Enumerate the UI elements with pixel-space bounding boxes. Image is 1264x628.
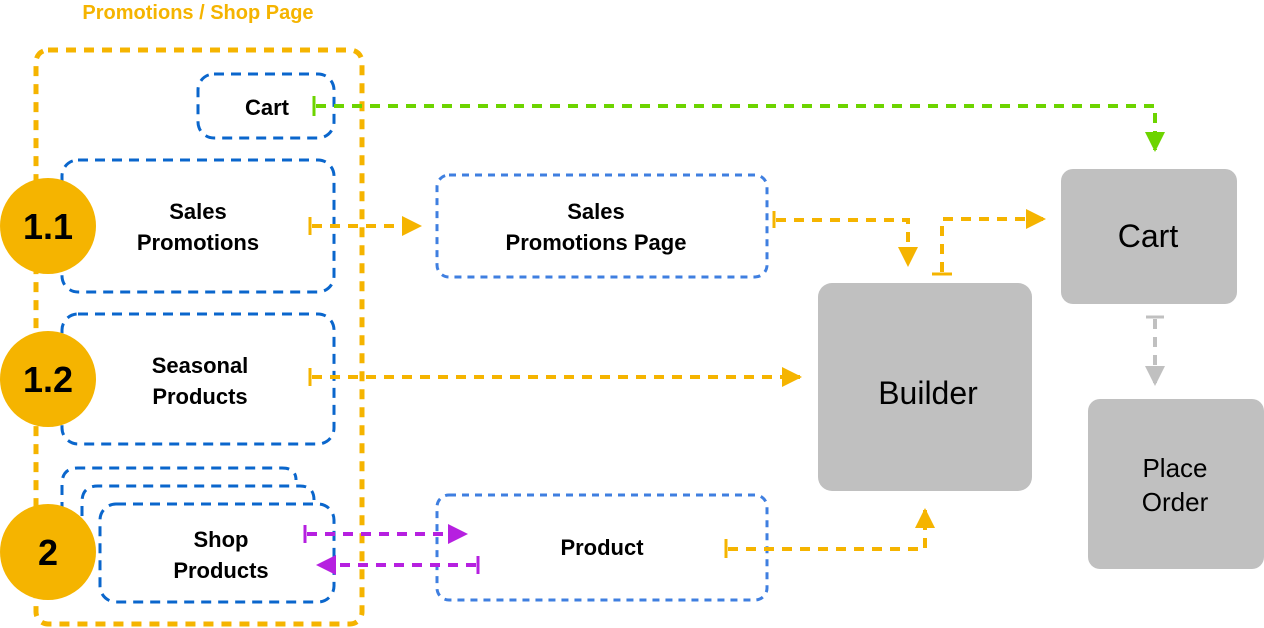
component-sales-promotions[interactable]: Sales Promotions: [60, 158, 336, 294]
arrow-builder-to-cart-service: [932, 209, 1046, 276]
place-order-line1: Place: [1142, 453, 1207, 483]
cart-service-label: Cart: [1118, 218, 1179, 254]
component-seasonal-products[interactable]: Seasonal Products: [60, 312, 336, 446]
seasonal-products-line2: Products: [152, 384, 247, 409]
sales-promotions-line1: Sales: [169, 199, 227, 224]
service-cart[interactable]: Cart: [1061, 169, 1237, 304]
arrow-cart-to-cart-service: [312, 96, 1165, 152]
builder-label: Builder: [878, 375, 978, 411]
component-cart[interactable]: Cart: [196, 72, 336, 140]
component-shop-products[interactable]: Shop Products: [60, 466, 336, 604]
shop-products-line1: Shop: [194, 527, 249, 552]
svg-text:1.2: 1.2: [23, 359, 73, 400]
badge-1-1: 1.1: [0, 178, 96, 274]
badge-1-2: 1.2: [0, 331, 96, 427]
svg-text:2: 2: [38, 532, 58, 573]
sales-promotions-line2: Promotions: [137, 230, 259, 255]
sales-promotions-page-line2: Promotions Page: [506, 230, 687, 255]
service-builder[interactable]: Builder: [818, 283, 1032, 491]
arrow-sales-promotions-to-page: [308, 216, 422, 236]
page-product[interactable]: Product: [435, 493, 769, 602]
svg-text:1.1: 1.1: [23, 206, 73, 247]
arrow-seasonal-to-builder: [308, 367, 802, 387]
place-order-line2: Order: [1142, 487, 1209, 517]
sales-promotions-page-line1: Sales: [567, 199, 625, 224]
badge-2: 2: [0, 504, 96, 600]
arrow-cart-to-place-order: [1145, 315, 1165, 386]
product-page-label: Product: [560, 535, 644, 560]
arrow-product-to-shop: [316, 555, 480, 575]
shop-products-line2: Products: [173, 558, 268, 583]
component-cart-label: Cart: [245, 95, 290, 120]
group-title: Promotions / Shop Page: [82, 2, 313, 24]
page-sales-promotions[interactable]: Sales Promotions Page: [435, 173, 769, 279]
arrow-shop-to-product: [303, 524, 468, 544]
service-place-order[interactable]: Place Order: [1088, 399, 1264, 569]
arrow-sales-page-to-builder: [772, 211, 918, 267]
seasonal-products-line1: Seasonal: [152, 353, 249, 378]
arrow-product-to-builder: [724, 508, 935, 558]
